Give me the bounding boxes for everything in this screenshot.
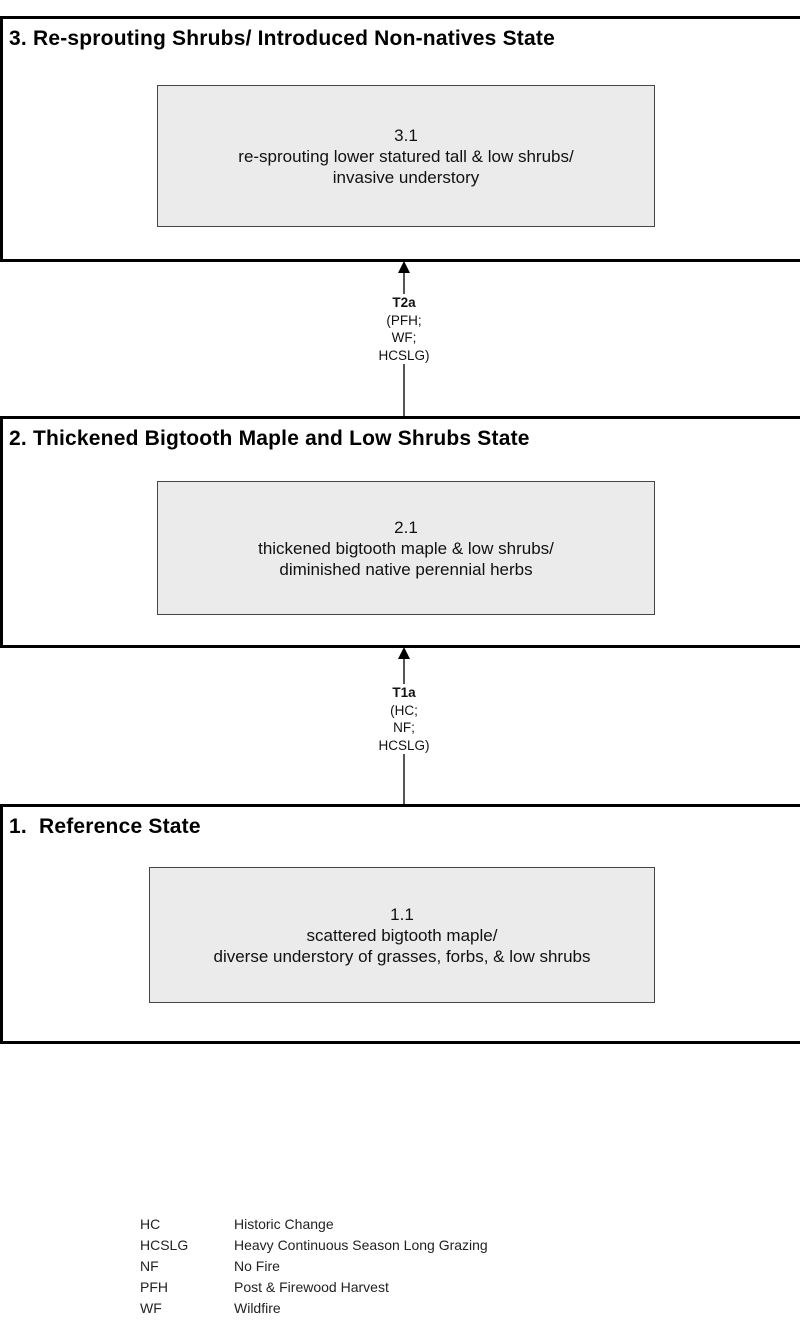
- transition-t1a-arrowhead: [398, 647, 410, 659]
- state-3-title: 3. Re-sprouting Shrubs/ Introduced Non-n…: [9, 27, 555, 50]
- transition-t2a-label: T2a (PFH; WF; HCSLG): [354, 294, 454, 364]
- transition-t1a-label: T1a (HC; NF; HCSLG): [354, 684, 454, 754]
- legend-abbr: HC: [140, 1216, 161, 1232]
- legend-meaning: Historic Change: [234, 1216, 334, 1232]
- transition-t2a-cause-3: HCSLG): [378, 347, 430, 363]
- legend-row: HC Historic Change: [140, 1214, 488, 1235]
- phase-2-1-line1: thickened bigtooth maple & low shrubs/: [258, 538, 554, 558]
- phase-2-1-box: 2.1 thickened bigtooth maple & low shrub…: [157, 481, 655, 615]
- state-3-box: 3. Re-sprouting Shrubs/ Introduced Non-n…: [0, 16, 800, 262]
- transition-t1a-cause-2: NF;: [393, 720, 415, 735]
- transition-t1a-id: T1a: [392, 685, 416, 700]
- legend-meaning: Post & Firewood Harvest: [234, 1279, 389, 1295]
- phase-2-1-line2: diminished native perennial herbs: [279, 559, 533, 579]
- transition-t2a-arrowhead: [398, 261, 410, 273]
- transition-t2a-cause-2: WF;: [391, 330, 417, 345]
- phase-1-1-box: 1.1 scattered bigtooth maple/ diverse un…: [149, 867, 655, 1003]
- phase-3-1-box: 3.1 re-sprouting lower statured tall & l…: [157, 85, 655, 227]
- phase-1-1-id: 1.1: [390, 904, 414, 924]
- state-1-title: 1. Reference State: [9, 815, 201, 838]
- legend-abbr: WF: [140, 1300, 162, 1316]
- legend-meaning: Wildfire: [234, 1300, 281, 1316]
- phase-3-1-line2: invasive understory: [332, 167, 480, 187]
- transition-t1a-cause-3: HCSLG): [378, 737, 430, 753]
- phase-3-1-line1: re-sprouting lower statured tall & low s…: [238, 146, 574, 166]
- legend-abbr: PFH: [140, 1279, 168, 1295]
- transition-t2a-id: T2a: [392, 295, 416, 310]
- legend-meaning: No Fire: [234, 1258, 280, 1274]
- phase-1-1-line1: scattered bigtooth maple/: [306, 925, 498, 945]
- legend-row: NF No Fire: [140, 1256, 488, 1277]
- phase-1-1-line2: diverse understory of grasses, forbs, & …: [213, 946, 591, 966]
- legend-meaning: Heavy Continuous Season Long Grazing: [234, 1237, 488, 1253]
- state-1-box: 1. Reference State 1.1 scattered bigtoot…: [0, 804, 800, 1044]
- legend-abbr: NF: [140, 1258, 159, 1274]
- phase-2-1-id: 2.1: [394, 517, 418, 537]
- legend-abbr: HCSLG: [140, 1237, 189, 1253]
- legend-row: PFH Post & Firewood Harvest: [140, 1277, 488, 1298]
- state-2-box: 2. Thickened Bigtooth Maple and Low Shru…: [0, 416, 800, 648]
- state-2-title: 2. Thickened Bigtooth Maple and Low Shru…: [9, 427, 530, 450]
- legend: HC Historic Change HCSLG Heavy Continuou…: [140, 1214, 488, 1319]
- legend-row: HCSLG Heavy Continuous Season Long Grazi…: [140, 1235, 488, 1256]
- phase-3-1-id: 3.1: [394, 125, 418, 145]
- transition-t2a-cause-1: (PFH;: [386, 312, 422, 328]
- legend-row: WF Wildfire: [140, 1298, 488, 1319]
- transition-t1a-cause-1: (HC;: [390, 702, 418, 718]
